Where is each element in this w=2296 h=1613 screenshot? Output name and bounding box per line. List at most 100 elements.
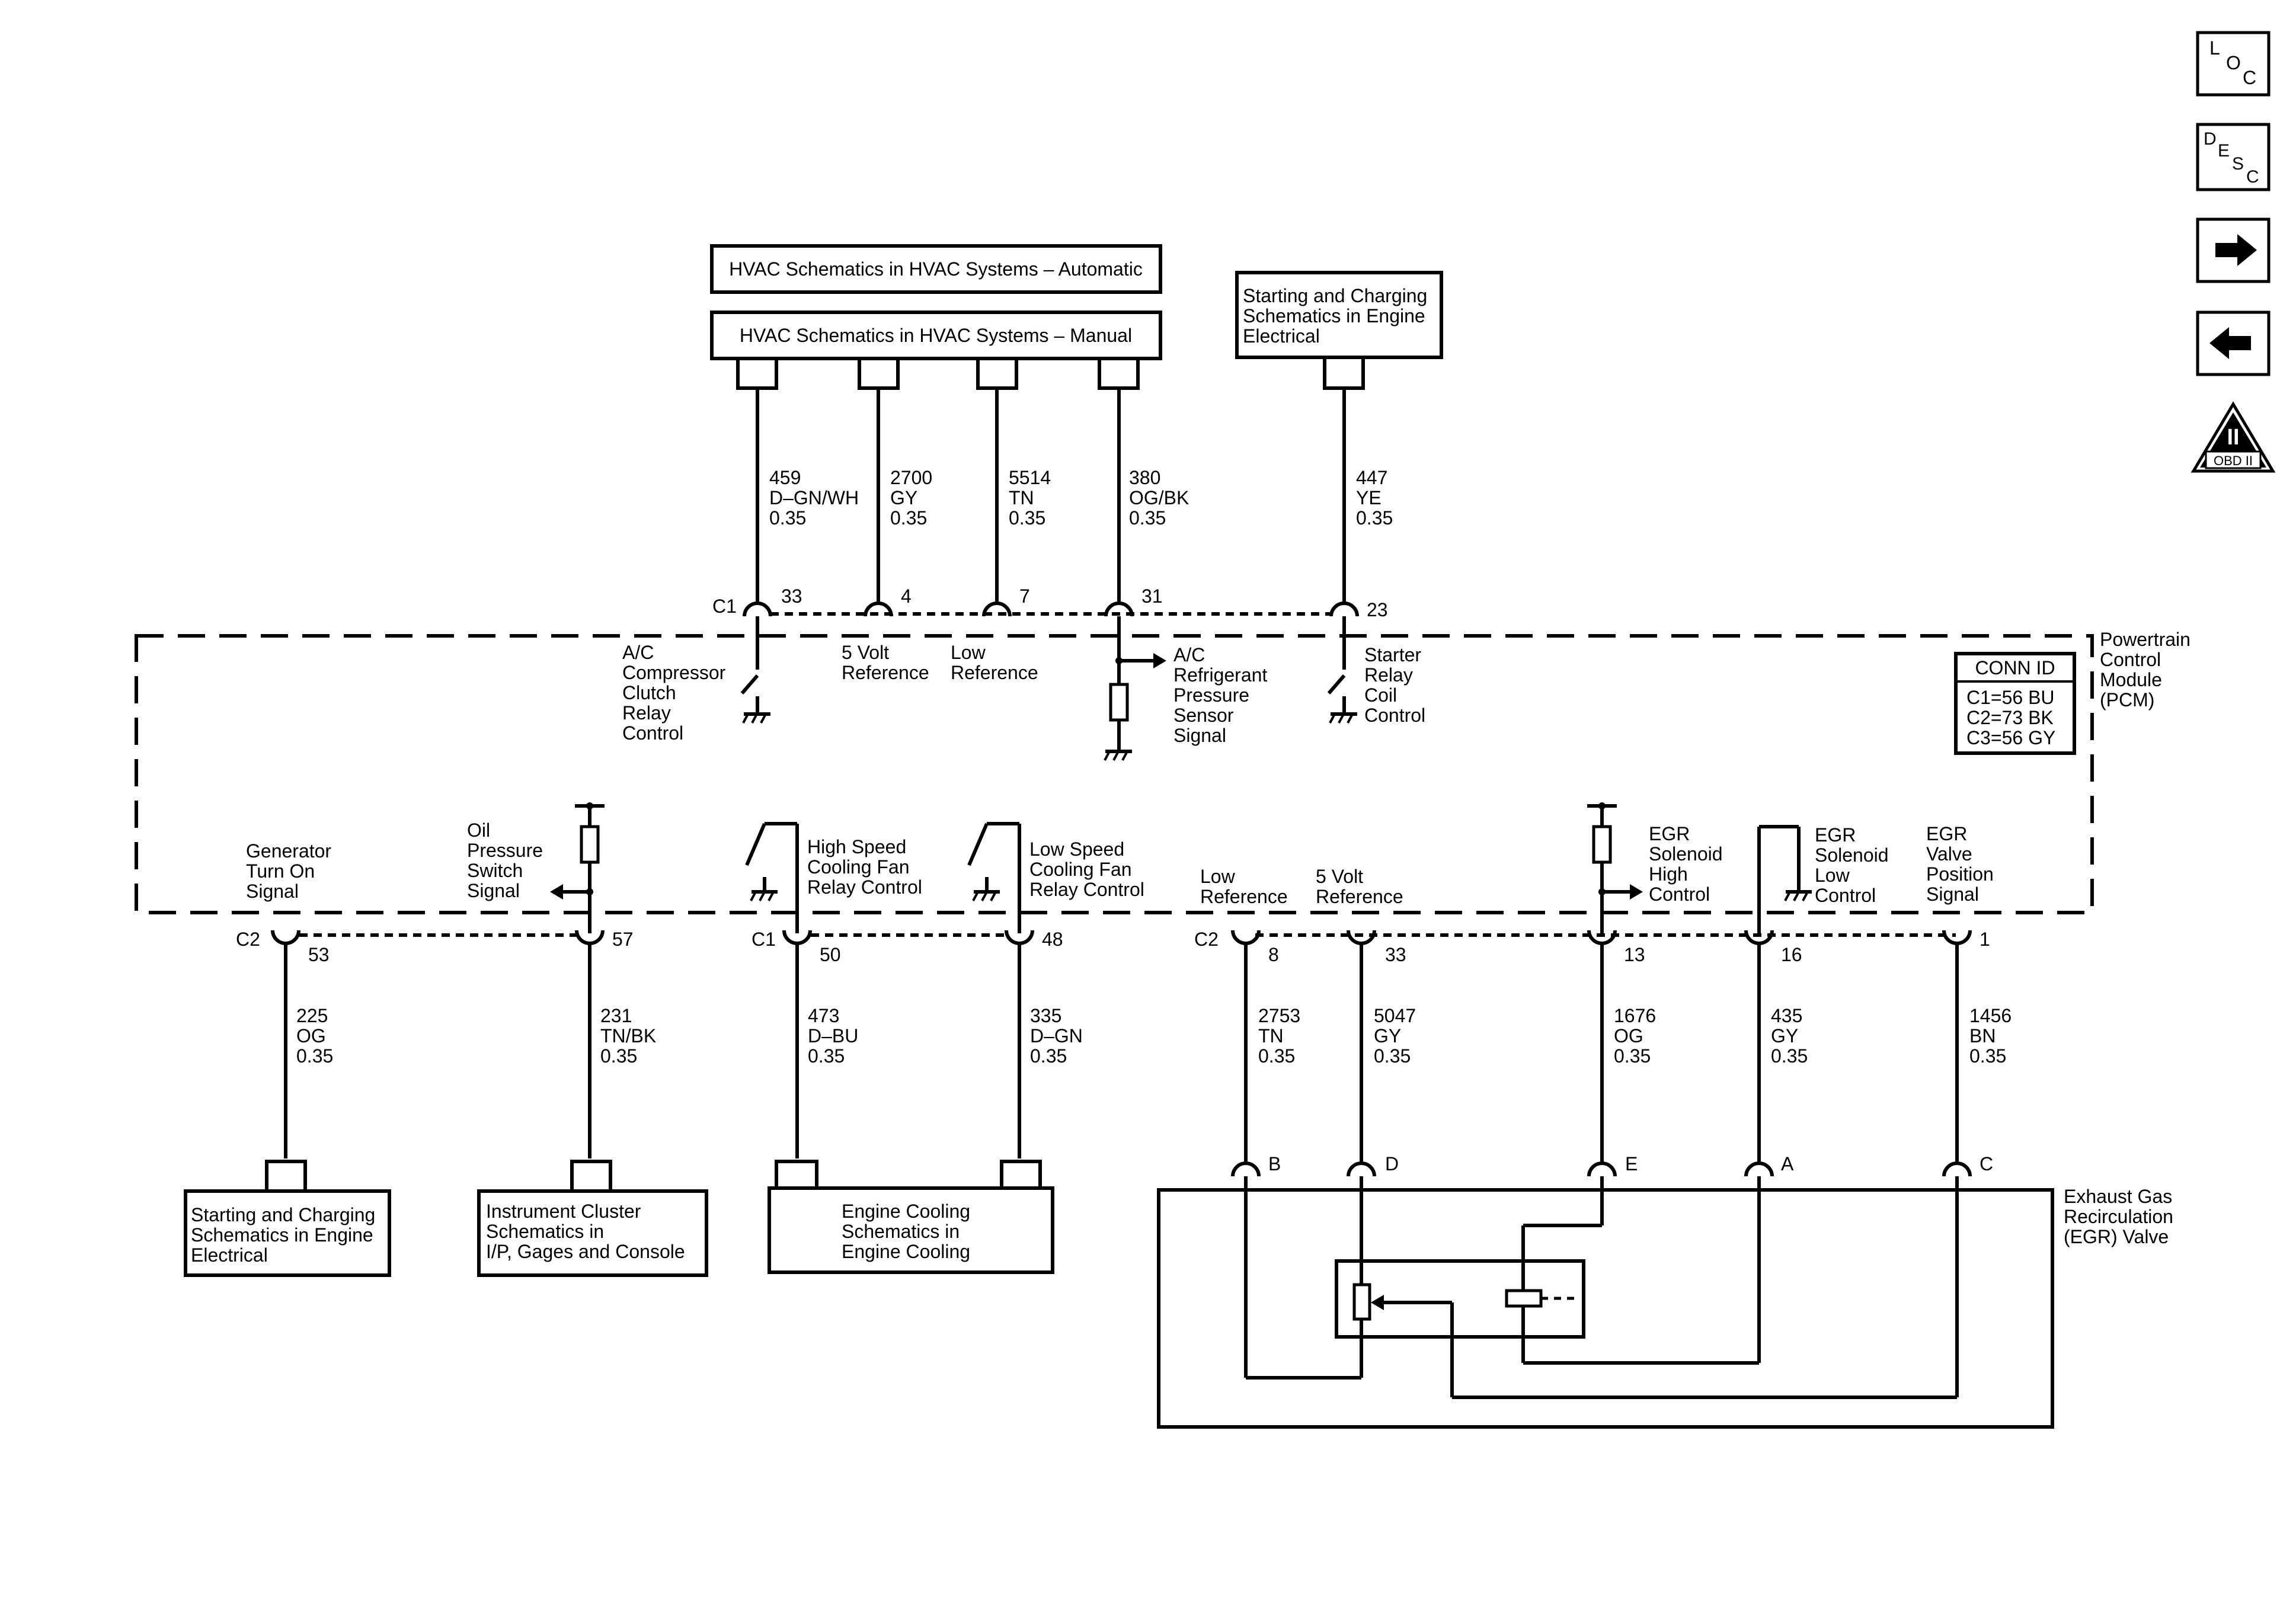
svg-text:23: 23: [1367, 599, 1388, 620]
svg-text:Signal: Signal: [467, 880, 520, 901]
obd-ii-icon[interactable]: II OBD II: [2191, 401, 2276, 473]
svg-text:CONN ID: CONN ID: [1975, 657, 2055, 679]
svg-text:Starter: Starter: [1364, 644, 1421, 665]
wire-label-231: 231 TN/BK 0.35: [600, 1005, 656, 1067]
arrow-left-icon[interactable]: [2196, 311, 2271, 376]
bottom-wires: [284, 942, 1959, 1161]
low-ref-bottom-label: Low Reference: [1200, 866, 1288, 907]
top-wires: [756, 388, 1346, 601]
svg-text:Starting and Charging: Starting and Charging: [191, 1204, 375, 1225]
svg-text:A/C: A/C: [622, 642, 654, 663]
ac-pressure-label: A/C Refrigerant Pressure Sensor Signal: [1173, 644, 1267, 746]
starting-charging-bottom-box[interactable]: Starting and Charging Schematics in Engi…: [184, 1189, 391, 1277]
five-volt-ref-top-label: 5 Volt Reference: [842, 642, 929, 683]
egr-high-control-circuit: [1587, 802, 1643, 933]
svg-text:YE: YE: [1356, 487, 1382, 508]
svg-text:0.35: 0.35: [890, 507, 927, 529]
pcm-label: Powertrain Control Module (PCM): [2100, 629, 2191, 711]
arrow-right-icon[interactable]: [2196, 217, 2271, 283]
svg-text:Cooling Fan: Cooling Fan: [807, 856, 910, 878]
c2-right-connector: C2 8 33 13 16 1: [1194, 929, 1990, 965]
svg-text:0.35: 0.35: [1129, 507, 1166, 529]
svg-text:Recirculation: Recirculation: [2064, 1206, 2173, 1227]
svg-text:16: 16: [1781, 944, 1802, 965]
svg-text:0.35: 0.35: [1614, 1045, 1651, 1067]
svg-text:BN: BN: [1969, 1025, 1996, 1046]
hvac-automatic-box[interactable]: HVAC Schematics in HVAC Systems – Automa…: [710, 244, 1162, 294]
svg-text:Compressor: Compressor: [622, 662, 726, 683]
svg-text:8: 8: [1268, 944, 1279, 965]
egr-valve-pin-row: B D E A C: [1231, 1153, 1993, 1177]
svg-text:Reference: Reference: [951, 662, 1038, 683]
starter-label: Starter Relay Coil Control: [1364, 644, 1425, 726]
svg-text:0.35: 0.35: [808, 1045, 845, 1067]
svg-text:Relay Control: Relay Control: [807, 876, 922, 898]
svg-text:Control: Control: [622, 722, 683, 744]
svg-text:1676: 1676: [1614, 1005, 1656, 1026]
svg-text:231: 231: [600, 1005, 632, 1026]
svg-text:Valve: Valve: [1926, 843, 1972, 865]
hvac-manual-box[interactable]: HVAC Schematics in HVAC Systems – Manual: [710, 311, 1162, 360]
svg-text:Signal: Signal: [246, 881, 299, 902]
svg-text:0.35: 0.35: [1009, 507, 1045, 529]
svg-text:Control: Control: [1649, 884, 1710, 905]
svg-text:(EGR) Valve: (EGR) Valve: [2064, 1226, 2169, 1247]
svg-text:1: 1: [1980, 929, 1990, 950]
svg-text:I/P, Gages and Console: I/P, Gages and Console: [486, 1241, 685, 1262]
svg-text:TN/BK: TN/BK: [600, 1025, 656, 1046]
wire-label-335: 335 D–GN 0.35: [1030, 1005, 1083, 1067]
svg-text:D–GN/WH: D–GN/WH: [769, 487, 859, 508]
svg-text:33: 33: [1385, 944, 1406, 965]
svg-text:48: 48: [1042, 929, 1063, 950]
conn-id-table: CONN ID C1=56 BU C2=73 BK C3=56 GY: [1954, 652, 2076, 755]
svg-text:0.35: 0.35: [769, 507, 806, 529]
svg-text:Relay: Relay: [1364, 664, 1413, 686]
svg-text:D–BU: D–BU: [808, 1025, 858, 1046]
loc-nav-button[interactable]: L O C: [2196, 31, 2271, 97]
svg-text:53: 53: [308, 944, 330, 965]
svg-text:473: 473: [808, 1005, 839, 1026]
wire-label-435: 435 GY 0.35: [1771, 1005, 1808, 1067]
engine-cooling-box[interactable]: Engine Cooling Schematics in Engine Cool…: [768, 1186, 1054, 1274]
svg-text:Module: Module: [2100, 669, 2162, 690]
egr-position-label: EGR Valve Position Signal: [1926, 823, 1994, 905]
wire-label-5047: 5047 GY 0.35: [1374, 1005, 1416, 1067]
desc-nav-button[interactable]: D E S C: [2196, 123, 2271, 191]
svg-text:Oil: Oil: [467, 820, 490, 841]
svg-text:0.35: 0.35: [1356, 507, 1393, 529]
svg-text:5514: 5514: [1009, 467, 1051, 488]
five-volt-ref-bottom-label: 5 Volt Reference: [1316, 866, 1403, 907]
svg-text:Electrical: Electrical: [191, 1244, 268, 1266]
svg-text:Signal: Signal: [1173, 725, 1226, 746]
ac-clutch-relay-switch: [740, 616, 770, 724]
pcm-boundary: [135, 634, 2094, 914]
svg-text:Starting and Charging: Starting and Charging: [1243, 285, 1427, 306]
high-speed-fan-switch: [745, 822, 799, 933]
oil-pressure-circuit: [550, 802, 605, 933]
svg-text:Engine Cooling: Engine Cooling: [842, 1201, 970, 1222]
starting-charging-top-box[interactable]: Starting and Charging Schematics in Engi…: [1235, 271, 1443, 359]
svg-text:4: 4: [901, 585, 912, 607]
svg-text:0.35: 0.35: [1258, 1045, 1295, 1067]
svg-text:225: 225: [296, 1005, 328, 1026]
svg-text:Electrical: Electrical: [1243, 325, 1320, 347]
svg-text:EGR: EGR: [1926, 823, 1967, 844]
svg-text:Pressure: Pressure: [467, 840, 543, 861]
wire-label-225: 225 OG 0.35: [296, 1005, 333, 1067]
generator-label: Generator Turn On Signal: [246, 840, 331, 902]
instrument-cluster-box[interactable]: Instrument Cluster Schematics in I/P, Ga…: [477, 1189, 708, 1277]
wire-label-1456: 1456 BN 0.35: [1969, 1005, 2012, 1067]
wire-label-1676: 1676 OG 0.35: [1614, 1005, 1656, 1067]
wire-label-380: 380 OG/BK 0.35: [1129, 467, 1189, 529]
loc-letter: L: [2209, 37, 2220, 59]
svg-text:Clutch: Clutch: [622, 682, 676, 703]
svg-text:0.35: 0.35: [600, 1045, 637, 1067]
svg-text:OG: OG: [296, 1025, 326, 1046]
svg-text:Low: Low: [1815, 865, 1850, 886]
svg-text:HVAC Schematics in HVAC System: HVAC Schematics in HVAC Systems – Manual: [740, 325, 1132, 346]
svg-text:D: D: [2204, 129, 2217, 149]
svg-text:TN: TN: [1258, 1025, 1284, 1046]
svg-text:GY: GY: [890, 487, 917, 508]
egr-valve-internal-circuit: [1244, 1176, 1959, 1399]
